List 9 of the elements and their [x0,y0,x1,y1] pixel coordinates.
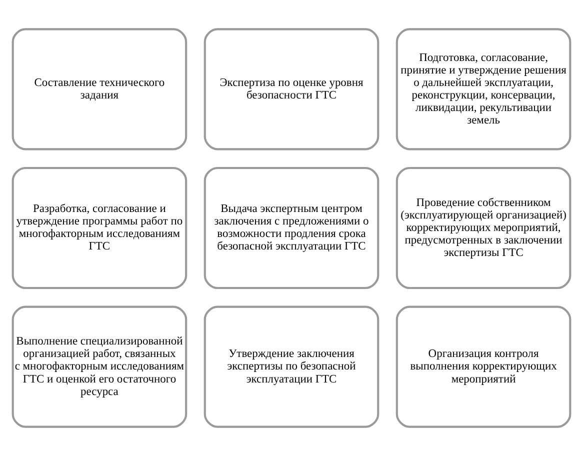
node-box: Составление технического задания [12,28,188,150]
node-box: Выдача экспертным центром заключения с предложениями о возможности продления срока безопасной эксплуатации ГТС [204,166,380,290]
node-box: Подготовка, согласование, принятие и утверждение решения о дальнейшей эксплуатации, реконструкции, консервации, ликвидации, рекультивации земель [396,28,572,150]
node-box: Проведение собственником (эксплуатирующей организацией) корректирующих мероприятий, предусмотренных в заключении экспертизы ГТС [396,166,572,290]
node-box: Разработка, согласование и утверждение программы работ по многофакторным исследованиям ГТС [12,166,188,290]
node-box: Экспертиза по оценке уровня безопасности ГТС [204,28,380,150]
node-box: Выполнение специализированной организацией работ, связанных с многофакторным исследованиям ГТС и оценкой его остаточного ресурса [12,306,188,428]
node-box: Организация контроля выполнения корректирующих мероприятий [396,306,572,428]
node-box: Утверждение заключения экспертизы по безопасной эксплуатации ГТС [204,306,380,428]
